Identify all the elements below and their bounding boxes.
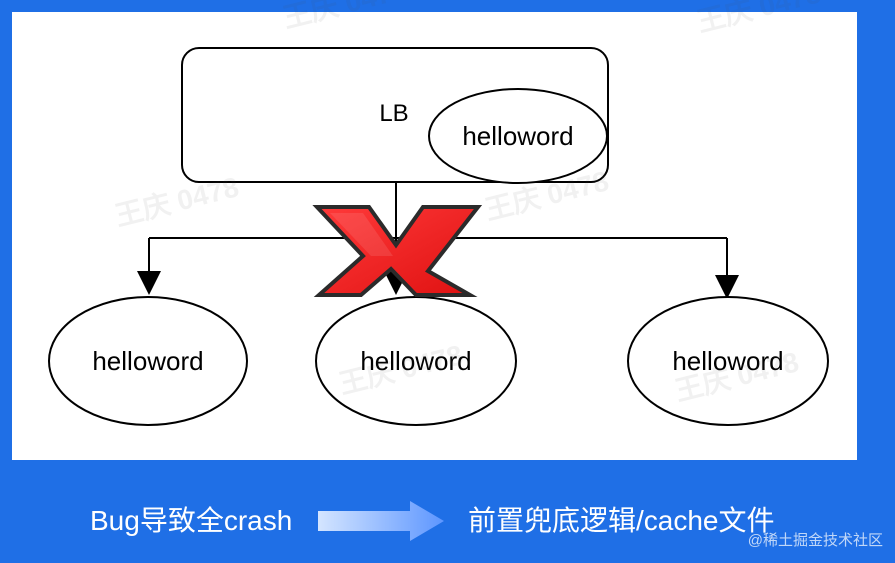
red-x-icon (312, 205, 483, 297)
node-label-right: helloword (672, 346, 783, 376)
load-balancer-diagram: LB helloword helloword helloword (48, 47, 829, 426)
helloword-node-right (627, 296, 829, 426)
lb-cache-node (428, 88, 608, 184)
lb-label: LB (379, 100, 408, 127)
node-label-center: helloword (360, 346, 471, 376)
caption-right-text: 前置兜底逻辑/cache文件 (468, 505, 775, 536)
helloword-node-left (48, 296, 248, 426)
diagram-canvas: LB helloword helloword helloword (12, 12, 857, 460)
node-label-left: helloword (92, 346, 203, 376)
caption-bar: Bug导致全crash 前置兜底逻辑/cache文件 (90, 501, 800, 543)
caption-left-text: Bug导致全crash (90, 505, 293, 536)
lb-cache-label: helloword (462, 121, 573, 151)
right-arrow-icon (318, 501, 444, 541)
